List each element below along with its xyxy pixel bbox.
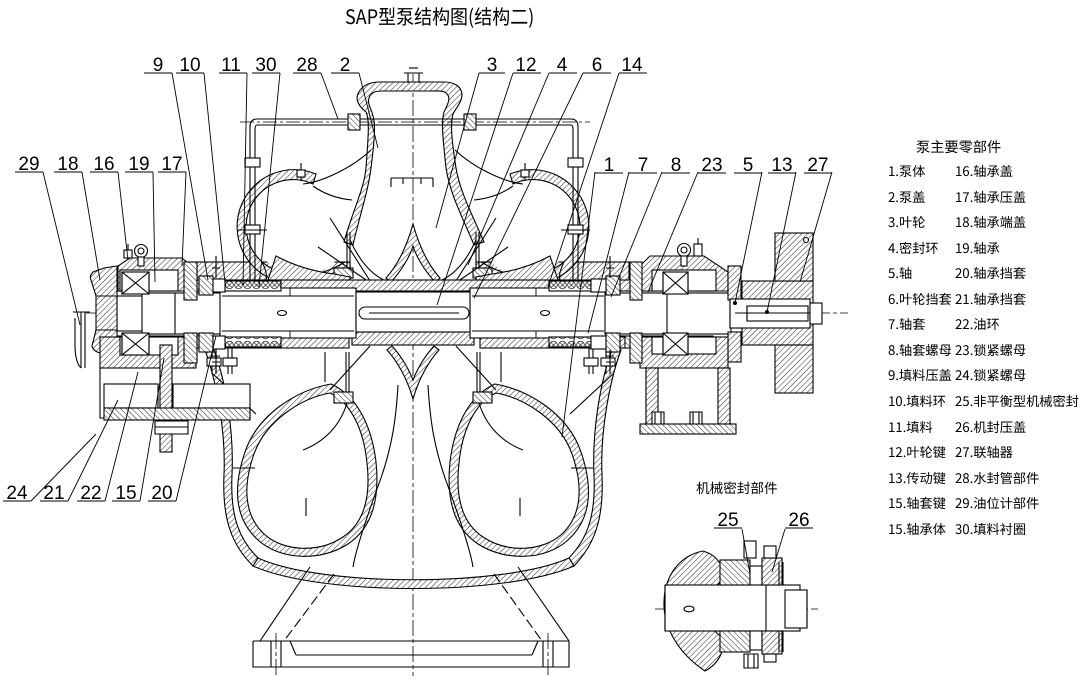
svg-text:4: 4 [557,55,568,76]
svg-text:14: 14 [621,55,643,76]
svg-text:7: 7 [638,155,649,176]
svg-text:15: 15 [115,483,136,504]
svg-text:25: 25 [717,510,738,531]
svg-text:18: 18 [57,154,78,175]
svg-text:20: 20 [151,483,172,504]
svg-text:16: 16 [93,154,114,175]
svg-text:23: 23 [701,155,722,176]
svg-text:24: 24 [6,483,28,504]
svg-text:10: 10 [179,55,200,76]
svg-text:21: 21 [43,483,64,504]
svg-text:29: 29 [18,154,39,175]
svg-text:30: 30 [255,55,276,76]
svg-text:5: 5 [743,155,754,176]
svg-text:26: 26 [788,510,809,531]
svg-text:12: 12 [515,55,536,76]
svg-text:27: 27 [807,155,828,176]
svg-text:13: 13 [771,155,792,176]
svg-text:3: 3 [487,55,498,76]
svg-text:6: 6 [592,55,603,76]
svg-text:22: 22 [80,483,101,504]
svg-text:19: 19 [128,154,149,175]
svg-text:8: 8 [671,155,682,176]
svg-text:9: 9 [153,55,164,76]
svg-text:2: 2 [340,55,351,76]
svg-text:28: 28 [296,55,317,76]
svg-text:11: 11 [221,55,241,76]
svg-text:17: 17 [161,154,182,175]
svg-text:1: 1 [604,155,615,176]
